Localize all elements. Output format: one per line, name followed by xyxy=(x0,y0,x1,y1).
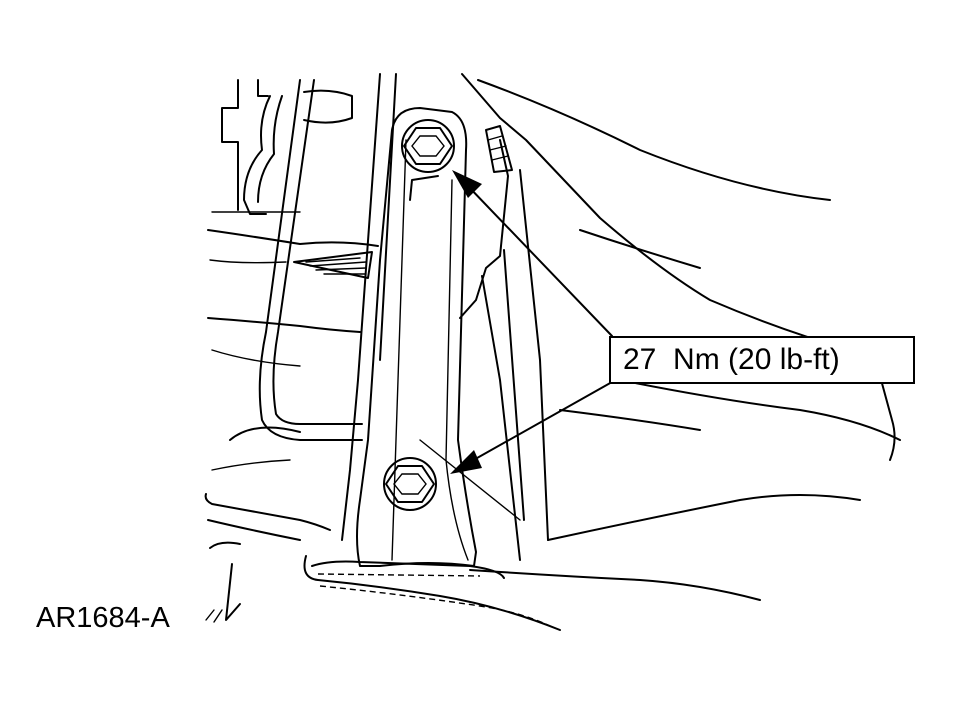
upper-left-housing xyxy=(211,79,353,215)
hatched-wedge-left xyxy=(293,251,373,279)
lower-bolt xyxy=(383,457,437,511)
vertical-tubes xyxy=(258,73,397,541)
mounting-bracket xyxy=(356,107,477,567)
right-body-panels xyxy=(419,73,901,601)
leader-lines xyxy=(450,170,613,474)
arrowhead-upper xyxy=(452,170,482,198)
upper-bolt xyxy=(401,119,455,173)
hatched-wedge-right xyxy=(485,125,513,173)
figure-id-label: AR1684-A xyxy=(36,602,170,634)
torque-callout-box: 27 Nm (20 lb-ft) xyxy=(609,336,915,384)
arrowhead-lower xyxy=(450,450,482,474)
lower-base-gasket xyxy=(205,555,561,631)
left-crossmembers xyxy=(204,229,379,549)
